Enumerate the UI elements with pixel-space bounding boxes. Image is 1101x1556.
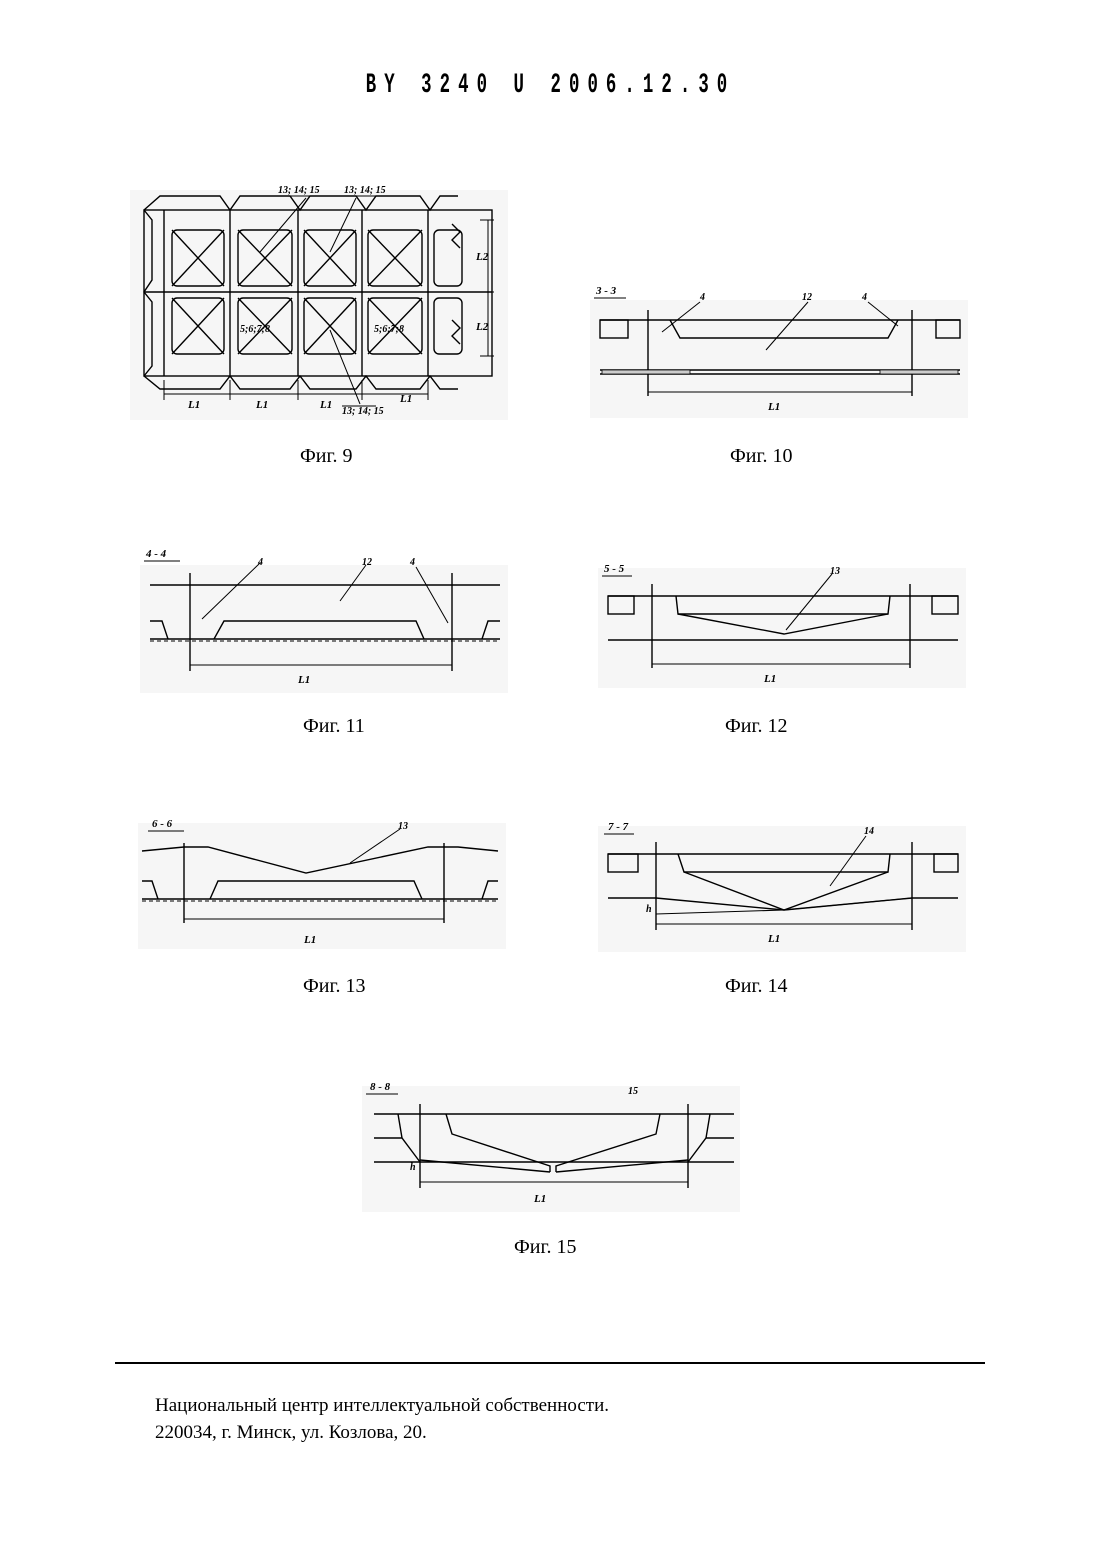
figure-9-drawing: 13; 14; 15 13; 14; 15 13; 14; 15 5;6;7;8…: [130, 180, 510, 420]
label-4-right: 4: [861, 292, 867, 303]
label-15: 15: [628, 1086, 638, 1097]
dim-l1-4: L1: [399, 393, 412, 405]
label-h: h: [646, 904, 652, 915]
dim-l1-2: L1: [255, 399, 268, 411]
label-13: 13: [830, 566, 840, 577]
dim-l1: L1: [767, 401, 780, 413]
label-h: h: [410, 1162, 416, 1173]
inner-label-2: 5;6;7;8: [374, 324, 404, 335]
figure-14-caption: Фиг. 14: [725, 975, 787, 998]
footer-divider: [115, 1362, 985, 1364]
figure-15-drawing: 8 - 8 15 h L1: [362, 1078, 742, 1213]
footer-line-1: Национальный центр интеллектуальной собс…: [155, 1392, 609, 1419]
dim-l1: L1: [763, 673, 776, 685]
label-14: 14: [864, 826, 874, 837]
figure-10-caption: Фиг. 10: [730, 445, 792, 468]
patent-header: BY 3240 U 2006.12.30: [209, 70, 892, 101]
dim-l1: L1: [303, 934, 316, 946]
section-label: 8 - 8: [370, 1081, 391, 1093]
figure-13-drawing: 6 - 6 13 L1: [138, 815, 508, 950]
dim-l1-1: L1: [187, 399, 200, 411]
label-12: 12: [362, 557, 372, 568]
figure-11-caption: Фиг. 11: [303, 715, 365, 738]
inner-label-1: 5;6;7;8: [240, 324, 270, 335]
label-4-left: 4: [699, 292, 705, 303]
figure-12-caption: Фиг. 12: [725, 715, 787, 738]
section-label: 3 - 3: [595, 285, 617, 297]
callout-2: 13; 14; 15: [344, 185, 386, 196]
callout-1: 13; 14; 15: [278, 185, 320, 196]
dim-l1: L1: [297, 674, 310, 686]
label-4-left: 4: [257, 557, 263, 568]
dim-l1: L1: [533, 1193, 546, 1205]
section-label: 7 - 7: [608, 821, 629, 833]
section-label: 4 - 4: [145, 548, 167, 560]
dim-l1: L1: [767, 933, 780, 945]
dim-l2-1: L2: [475, 251, 489, 263]
figure-12-drawing: 5 - 5 13 L1: [598, 560, 968, 690]
label-12: 12: [802, 292, 812, 303]
footer: Национальный центр интеллектуальной собс…: [155, 1392, 609, 1446]
footer-line-2: 220034, г. Минск, ул. Козлова, 20.: [155, 1419, 609, 1446]
dim-l2-2: L2: [475, 321, 489, 333]
figure-9-caption: Фиг. 9: [300, 445, 352, 468]
figure-15-caption: Фиг. 15: [514, 1236, 576, 1259]
figure-14-drawing: 7 - 7 14 h L1: [598, 818, 968, 953]
callout-3: 13; 14; 15: [342, 406, 384, 417]
section-label: 6 - 6: [152, 818, 173, 830]
figure-11-drawing: 4 - 4 4 12 4 L1: [140, 545, 510, 695]
figure-10-drawing: 3 - 3 4 12 4 L1: [590, 280, 970, 420]
dim-l1-3: L1: [319, 399, 332, 411]
section-label: 5 - 5: [604, 563, 625, 575]
figure-13-caption: Фиг. 13: [303, 975, 365, 998]
label-4-right: 4: [409, 557, 415, 568]
label-13: 13: [398, 821, 408, 832]
